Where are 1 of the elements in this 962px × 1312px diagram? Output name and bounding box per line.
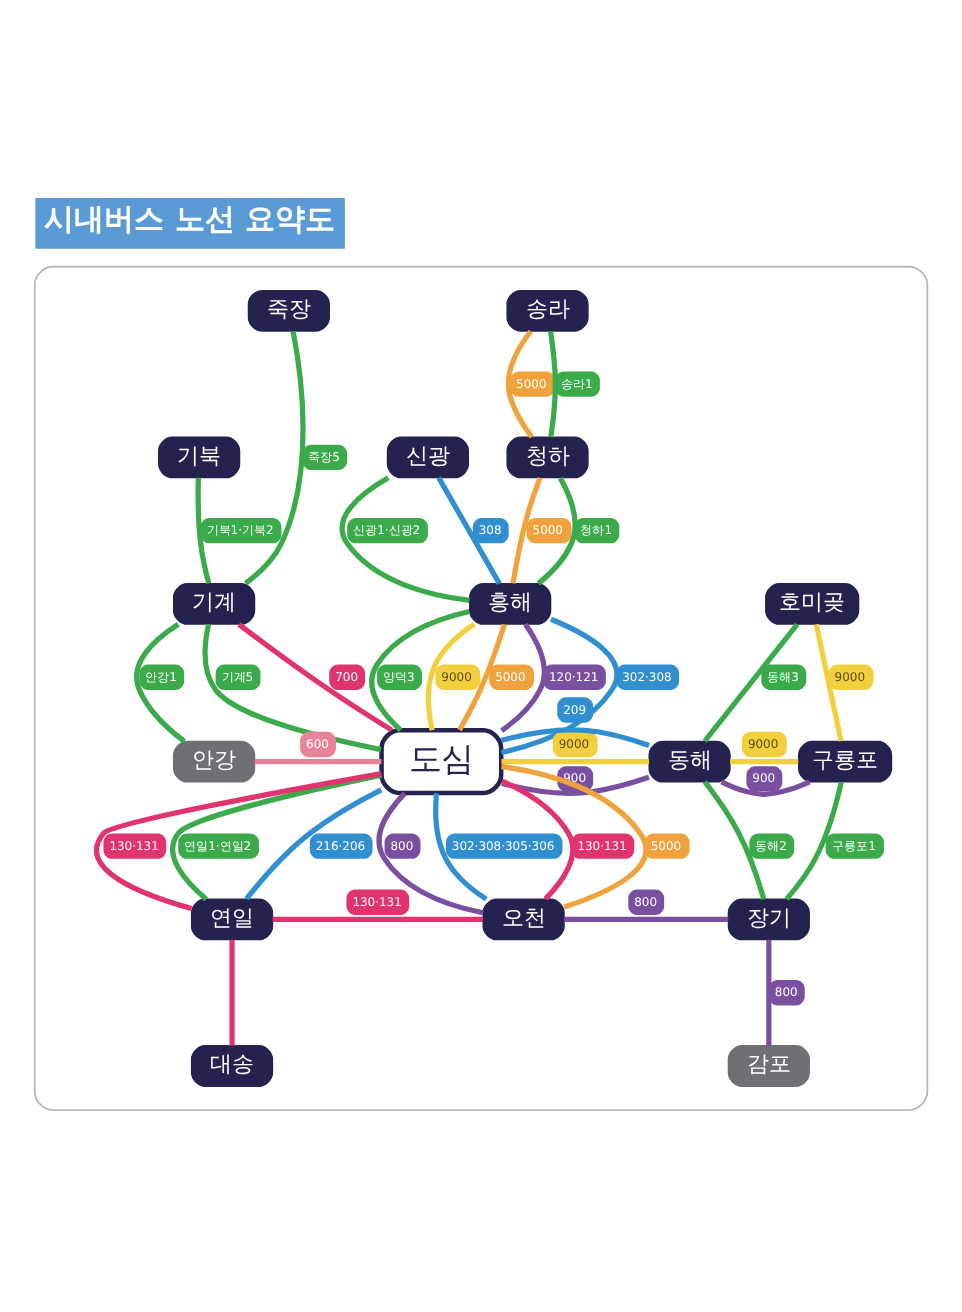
diagram-title: 시내버스 노선 요약도 — [44, 200, 336, 237]
